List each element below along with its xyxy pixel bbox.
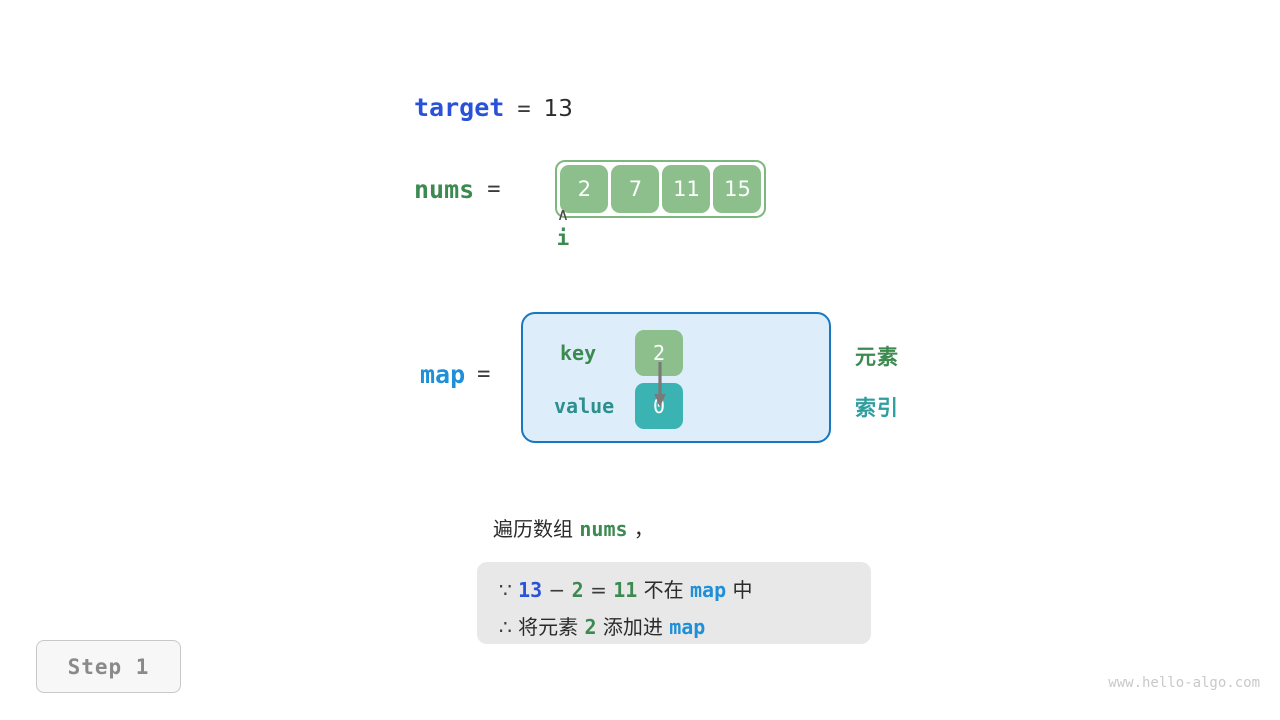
reasoning-line-2: ∴ 将元素 2 添加进 map	[499, 609, 871, 646]
reason-end-text: 中	[726, 578, 753, 602]
nums-equals-sign: =	[487, 176, 501, 202]
map-row: map =	[420, 360, 490, 389]
because-symbol: ∵	[499, 578, 512, 602]
caption-prefix: 遍历数组	[493, 517, 580, 541]
index-pointer-group: ∧ i	[548, 206, 578, 252]
map-key-label: key	[560, 341, 597, 365]
step-badge: Step 1	[36, 640, 181, 693]
caption-suffix: ，	[627, 517, 654, 541]
target-equals-sign: =	[517, 97, 531, 122]
caption-code: nums	[579, 517, 628, 541]
key-to-value-arrow-icon	[654, 362, 666, 407]
legend-element-label: 元素	[855, 345, 899, 369]
reasoning-line-1: ∵ 13 − 2 = 11 不在 map 中	[499, 572, 871, 609]
map-value-label: value	[554, 394, 615, 418]
step-badge-label: Step 1	[67, 654, 150, 679]
reason2-number: 2	[584, 615, 597, 639]
array-container: 2 7 11 15	[555, 160, 767, 218]
map-variable-label: map	[420, 360, 466, 389]
reason-middle-text: 不在	[637, 578, 691, 602]
minus-operator: −	[548, 578, 566, 602]
reason-operand-target: 13	[518, 578, 543, 602]
reason-map-ref: map	[690, 578, 727, 602]
nums-row: nums = 2 7 11 15	[414, 160, 767, 218]
equals-operator: =	[590, 578, 607, 602]
reason2-map-ref: map	[669, 615, 706, 639]
map-value-cell: 0	[635, 383, 683, 429]
reason2-middle: 添加进	[596, 615, 670, 639]
caret-up-icon: ∧	[556, 205, 570, 225]
reasoning-panel: ∵ 13 − 2 = 11 不在 map 中 ∴ 将元素 2 添加进 map	[477, 562, 871, 644]
array-cell: 15	[713, 165, 762, 213]
map-box: key value 2 0	[521, 312, 831, 443]
array-cell: 7	[611, 165, 660, 213]
array-cell: 11	[662, 165, 711, 213]
reason-operand-current: 2	[571, 578, 584, 602]
watermark: www.hello-algo.com	[1108, 675, 1260, 691]
therefore-symbol: ∴	[499, 615, 512, 639]
index-pointer-label: i	[556, 226, 570, 250]
legend-index-label: 索引	[855, 396, 899, 420]
target-value: 13	[543, 96, 573, 122]
nums-variable-label: nums	[414, 174, 475, 204]
map-equals-sign: =	[477, 362, 491, 387]
target-variable-label: target	[414, 93, 505, 122]
reason-result: 11	[613, 578, 638, 602]
caption-line: 遍历数组 nums ，	[493, 513, 654, 542]
array-cell: 2	[560, 165, 609, 213]
target-row: target = 13	[414, 93, 573, 122]
reason2-prefix: 将元素	[511, 615, 585, 639]
